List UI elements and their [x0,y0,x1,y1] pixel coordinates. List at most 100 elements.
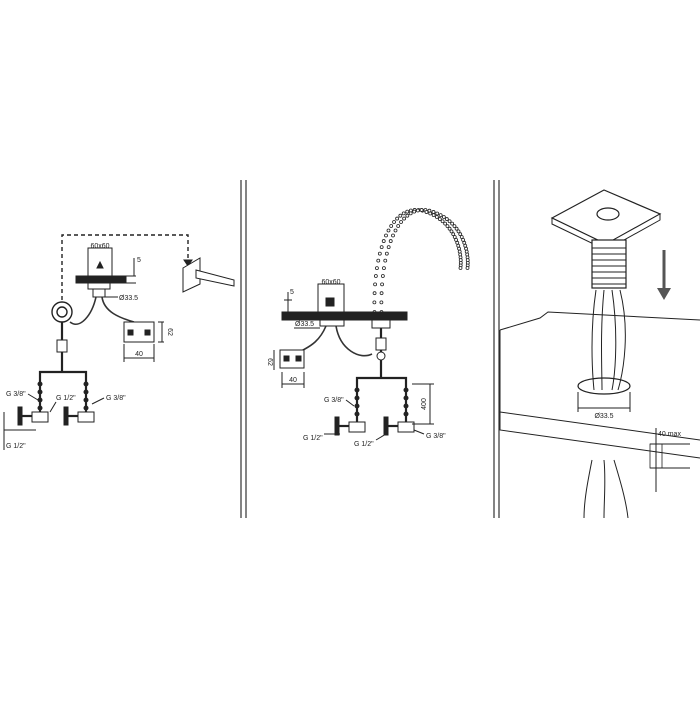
arrow-down-icon [657,250,671,300]
deck-mount-left: 60x60 5 Ø33.5 [75,243,141,302]
hose-length-dim: 400 [421,398,428,410]
hole-dim: Ø33.5 [594,413,613,420]
spout-bead [373,282,377,287]
spout-bead [464,249,469,254]
stop-valve-left-b [63,406,95,426]
max-thickness-dim: 40 max [658,431,681,438]
spout-bead [384,251,389,256]
stop-valve-middle-a [334,416,366,436]
spout-bead [457,249,462,254]
spout-bead [388,239,393,243]
spout-bead [395,216,400,221]
box-size-label: 60x60 [90,243,109,250]
spout-bead [456,243,461,248]
counter-hole [577,377,631,395]
spout-bead [431,213,436,218]
sensor-icon [96,260,104,269]
stop-valve-left-a [17,406,49,426]
connection-label-1: G 3/8" [324,397,344,404]
hole-dim: Ø33.5 [295,321,314,328]
spout-bead [434,215,439,219]
spout-bead [379,300,384,305]
spout-bead [457,246,461,251]
spout-bead [412,209,417,214]
spout-bead [441,215,446,219]
panel-divider-1 [240,180,247,518]
spout-bead [380,282,384,287]
spout-bead [452,235,457,239]
spout-bead [452,224,457,229]
spout-bead [419,208,424,212]
spout-bead [449,229,454,234]
box-size-label: 60x60 [321,279,340,286]
spout-bead [447,219,452,224]
spout-bead [438,213,443,218]
spout-bead [451,232,456,237]
gooseneck-spout [372,208,470,314]
spout-bead [399,220,403,224]
spout-bead [465,266,470,270]
box-width-dim: 40 [289,377,297,384]
spout-bead [431,210,436,214]
connection-label-4: G 1/2" [6,443,26,450]
connection-label-1: G 3/8" [6,391,26,398]
spout-bead [377,251,382,256]
spout-bead [389,224,394,228]
spout-bead [382,266,386,271]
control-box-left: 40 62 [123,321,173,362]
deck-mount-middle: 60x60 5 Ø33.5 [281,279,408,329]
spout-bead [372,291,377,296]
spout-bead [456,229,461,234]
connection-label-4: G 3/8" [426,433,446,440]
spout-bead [405,209,410,214]
panel-divider-2 [493,180,500,518]
spout-bead [458,232,463,237]
spout-bead [459,235,464,239]
spout-bead [408,211,413,216]
spout-bead [428,211,433,216]
mixing-valve-left [51,301,73,372]
spout-bead [380,274,385,278]
spout-bead [402,216,407,221]
spout-bead [376,258,381,263]
spout-bead [464,246,468,251]
spout-bead [447,226,452,231]
spout-bead [391,233,395,238]
connection-label-2: G 1/2" [303,435,323,442]
box-height-dim: 62 [266,358,273,366]
spout-bead [405,213,410,218]
panel-left: 60x60 5 Ø33.5 40 62 [3,234,235,450]
arrow-icon [183,259,193,267]
spout-bead [386,228,391,233]
spout-bead [401,211,406,216]
connection-label-2: G 1/2" [56,395,76,402]
spout-bead [437,217,442,221]
threaded-body [591,239,627,289]
spout-bead [393,228,398,233]
spout-bead [444,217,449,221]
spout-bead [435,211,440,216]
thickness-dim: 5 [137,257,141,264]
box-height-dim: 62 [166,328,173,336]
spout-bead [450,221,455,226]
thickness-dim: 5 [290,289,294,296]
spout-bead [373,274,378,278]
spout-bead [383,258,388,263]
spout-bead [458,266,463,270]
hose-left-a [37,378,43,412]
spout-bead [379,291,384,296]
hose-left-b [83,378,89,412]
hole-dim: Ø33.5 [119,295,138,302]
spout-bead [443,221,448,226]
connection-label-3: G 1/2" [354,441,374,448]
spout-bead [381,239,386,243]
spout-bead [384,233,388,238]
hose-middle-b [403,384,409,422]
spout-bead [372,300,377,305]
spout-bead [424,210,429,214]
spout-bead [415,208,420,213]
spout-bead [392,220,396,224]
control-box-middle: 62 40 [266,349,305,388]
hose-middle-a [354,384,360,422]
panel-middle: 60x60 5 Ø33.5 62 40 [266,208,470,448]
